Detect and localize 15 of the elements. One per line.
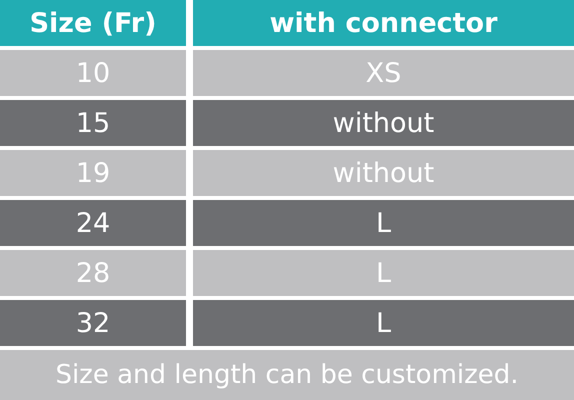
header-cell: Size (Fr) [0, 0, 186, 46]
table-cell: L [193, 250, 574, 296]
table-cell: L [193, 200, 574, 246]
table-cell: XS [193, 50, 574, 96]
table-cell: 32 [0, 300, 186, 346]
table-cell: 10 [0, 50, 186, 96]
table-cell: 15 [0, 100, 186, 146]
footnote-cell: Size and length can be customized. [0, 350, 574, 400]
table-cell: 28 [0, 250, 186, 296]
table-cell: L [193, 300, 574, 346]
table-cell: 19 [0, 150, 186, 196]
table-cell: without [193, 100, 574, 146]
table-cell: without [193, 150, 574, 196]
table-cell: 24 [0, 200, 186, 246]
header-cell: with connector [193, 0, 574, 46]
